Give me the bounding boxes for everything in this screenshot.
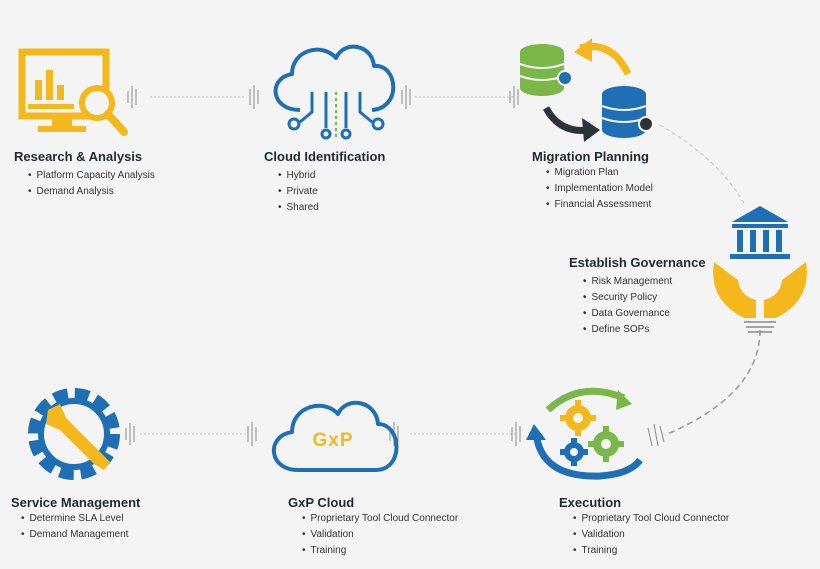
step-title: Execution: [559, 495, 622, 510]
step-gxp-cloud: GxP Cloud Proprietary Tool Cloud Connect…: [288, 495, 458, 559]
list-item: Proprietary Tool Cloud Connector: [302, 511, 459, 527]
step-title: Migration Planning: [532, 149, 649, 164]
step-items: Proprietary Tool Cloud Connector Validat…: [288, 511, 459, 559]
list-item: Implementation Model: [546, 181, 653, 197]
step-title: Service Management: [11, 495, 141, 510]
list-item: Training: [302, 543, 458, 559]
list-item: Proprietary Tool Cloud Connector: [573, 511, 730, 527]
list-item: Security Policy: [583, 290, 706, 306]
connector-governance-execution: [664, 329, 761, 436]
list-item: Platform Capacity Analysis: [28, 168, 155, 184]
list-item: Hybrid: [278, 168, 385, 184]
step-title: Research & Analysis: [14, 149, 143, 164]
step-service-management: Service Management Determine SLA Level D…: [11, 495, 140, 543]
step-title: GxP Cloud: [288, 495, 355, 510]
step-migration-planning: Migration Planning Migration Plan Implem…: [532, 149, 653, 213]
gxp-logo-text: GxP: [298, 430, 368, 452]
list-item: Risk Management: [583, 274, 706, 290]
step-title: Establish Governance: [569, 255, 706, 270]
step-cloud-identification: Cloud Identification Hybrid Private Shar…: [264, 149, 385, 216]
list-item: Shared: [278, 200, 385, 216]
list-item: Demand Management: [21, 527, 140, 543]
step-establish-governance: Establish Governance Risk Management Sec…: [569, 255, 706, 338]
list-item: Training: [573, 543, 729, 559]
list-item: Migration Plan: [546, 165, 653, 181]
step-items: Platform Capacity Analysis Demand Analys…: [14, 168, 155, 200]
list-item: Define SOPs: [583, 322, 706, 338]
gxp-logo: GxP: [312, 430, 354, 451]
step-items: Hybrid Private Shared: [264, 168, 385, 216]
list-item: Private: [278, 184, 385, 200]
step-items: Risk Management Security Policy Data Gov…: [569, 274, 706, 338]
list-item: Validation: [302, 527, 458, 543]
step-execution: Execution Proprietary Tool Cloud Connect…: [559, 495, 729, 559]
connector-migration-governance: [659, 124, 746, 206]
step-items: Migration Plan Implementation Model Fina…: [532, 165, 653, 213]
list-item: Demand Analysis: [28, 184, 155, 200]
list-item: Data Governance: [583, 306, 706, 322]
list-item: Determine SLA Level: [21, 511, 140, 527]
list-item: Financial Assessment: [546, 197, 653, 213]
step-items: Determine SLA Level Demand Management: [11, 511, 140, 543]
list-item: Validation: [573, 527, 729, 543]
step-research: Research & Analysis Platform Capacity An…: [14, 149, 155, 200]
step-title: Cloud Identification: [264, 149, 386, 164]
step-items: Proprietary Tool Cloud Connector Validat…: [559, 511, 730, 559]
